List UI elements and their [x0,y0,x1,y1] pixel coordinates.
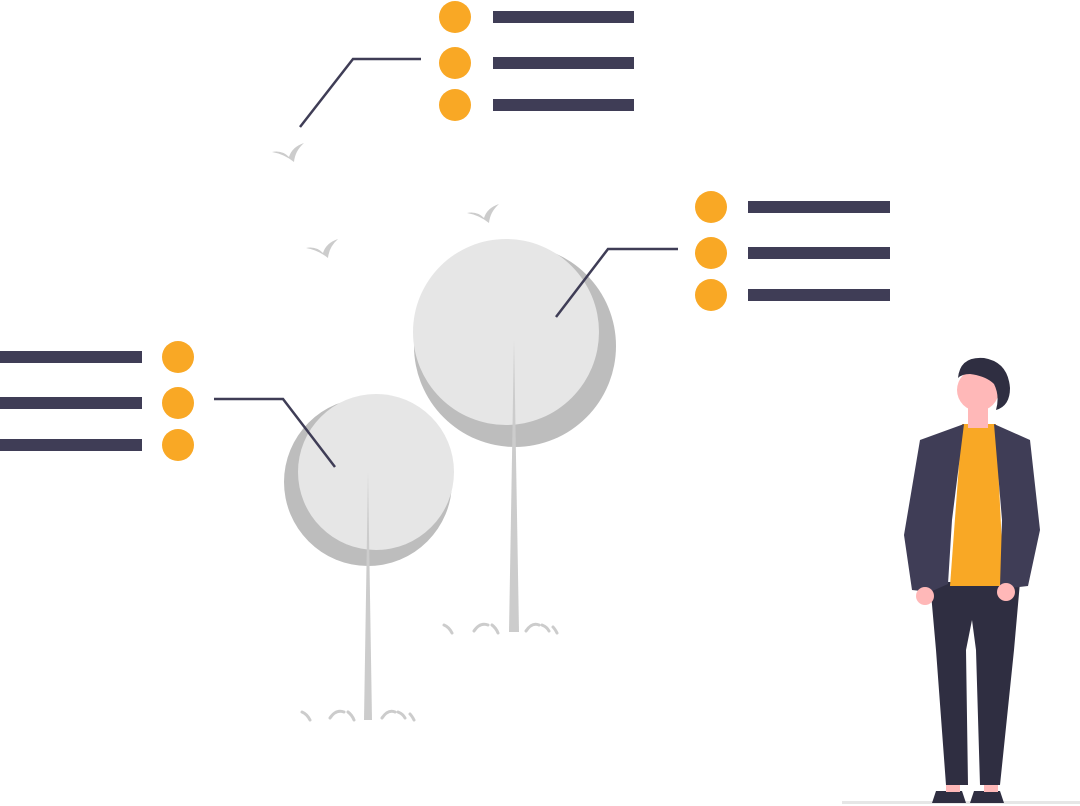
small-tree-grass [300,709,416,722]
list-block-right [695,191,890,311]
list-line [748,201,890,213]
leader-line-right [555,247,678,318]
large-tree [413,239,616,635]
list-bullet-icon [439,47,471,79]
right-shoe [970,791,1004,803]
right-ankle [984,783,998,792]
list-bullet-icon [695,279,727,311]
jacket-left [904,424,964,592]
list-bullet-icon [439,89,471,121]
small-tree-foliage [298,394,454,550]
list-line [748,289,890,301]
list-block-left [0,341,194,461]
left-hand [916,587,934,605]
leader-lines [214,57,678,468]
large-tree-trunk [509,340,519,632]
bird-icon [272,143,304,162]
list-line [0,439,142,451]
right-hand [997,583,1015,601]
jacket-right [994,424,1040,588]
left-ankle [946,783,960,792]
large-tree-grass [442,622,559,635]
list-line [493,99,634,111]
pants [930,582,1020,785]
list-line [493,11,634,23]
large-tree-foliage [413,239,599,425]
bird-icon [306,239,338,258]
bird-icon [467,204,499,223]
small-tree-trunk [364,472,372,720]
hair [958,357,1010,410]
list-bullet-icon [439,1,471,33]
list-bullet-icon [162,429,194,461]
birds [272,143,499,258]
list-line [493,57,634,69]
list-bullet-icon [162,341,194,373]
list-bullet-icon [162,387,194,419]
list-bullet-icon [695,191,727,223]
leader-line-top [299,57,421,128]
small-tree [284,394,454,722]
list-bullet-icon [695,237,727,269]
list-line [0,351,142,363]
shirt [950,424,1004,586]
left-shoe [932,791,966,803]
person-icon [904,357,1040,803]
list-block-top [439,1,634,121]
list-line [748,247,890,259]
leader-line-left [214,397,336,468]
list-line [0,397,142,409]
